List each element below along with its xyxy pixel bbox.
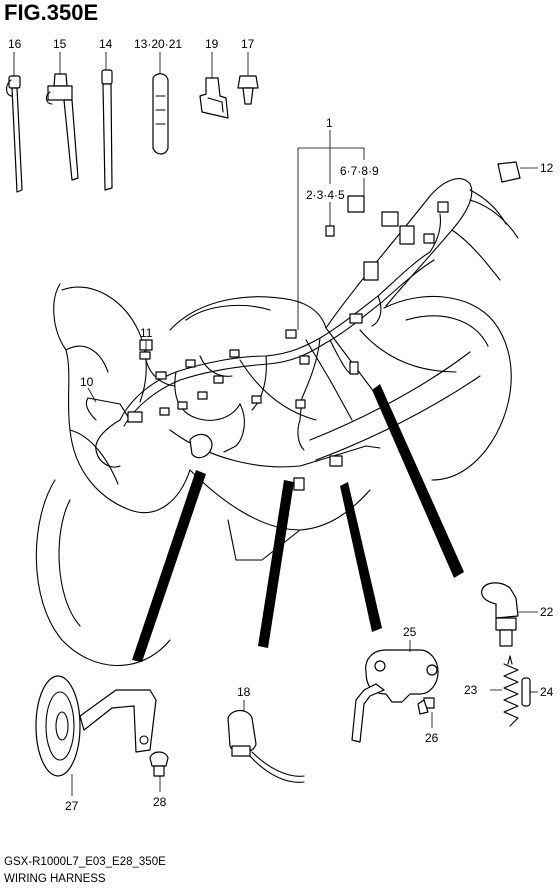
part-23-spring[interactable] <box>490 655 519 727</box>
callout-11: 11 <box>140 326 153 340</box>
part-19-bracket[interactable] <box>199 52 229 119</box>
callout-17: 17 <box>241 37 255 51</box>
callout-labels: 16 15 14 13·20·21 19 17 1 6·7·8·9 2·3·4·… <box>8 37 554 813</box>
model-code: GSX-R1000L7_E03_E28_350E <box>4 856 166 868</box>
callout-15: 15 <box>53 37 67 51</box>
figure-title: FIG.350E <box>4 0 99 25</box>
part-28-bolt[interactable] <box>149 751 169 792</box>
callout-12: 12 <box>540 161 554 175</box>
callout-24: 24 <box>540 685 554 699</box>
callout-13-20-21: 13·20·21 <box>134 37 182 51</box>
part-26-screw[interactable] <box>417 697 435 728</box>
part-18-sensor[interactable] <box>227 700 305 783</box>
part-22-switch[interactable] <box>481 582 538 647</box>
callout-19: 19 <box>205 37 219 51</box>
part-27-horn[interactable] <box>35 675 157 796</box>
part-15-clamp[interactable] <box>45 52 79 181</box>
callout-leaders <box>87 130 538 403</box>
callout-26: 26 <box>425 731 439 745</box>
callout-6-7-8-9: 6·7·8·9 <box>340 164 379 178</box>
location-wedges <box>132 384 464 662</box>
part-24-pin[interactable] <box>521 677 538 707</box>
callout-10: 10 <box>80 375 94 389</box>
callout-23: 23 <box>464 683 478 697</box>
callout-1: 1 <box>326 116 333 130</box>
callout-28: 28 <box>153 795 167 809</box>
callout-14: 14 <box>99 37 113 51</box>
part-13-20-21-harness-clamp[interactable] <box>152 52 169 155</box>
callout-22: 22 <box>540 605 554 619</box>
callout-2-3-4-5: 2·3·4·5 <box>306 188 345 202</box>
part-16-clamp-band[interactable] <box>6 52 23 193</box>
part-14-cable-tie[interactable] <box>101 52 113 191</box>
callout-16: 16 <box>8 37 22 51</box>
callout-18: 18 <box>237 685 251 699</box>
part-17-clip[interactable] <box>237 52 259 105</box>
motorcycle-outline <box>35 178 519 667</box>
figure-name: WIRING HARNESS <box>4 873 106 885</box>
callout-25: 25 <box>403 625 417 639</box>
wiring-harness-main <box>85 201 449 491</box>
part-25-switch[interactable] <box>351 640 439 743</box>
callout-27: 27 <box>65 799 79 813</box>
